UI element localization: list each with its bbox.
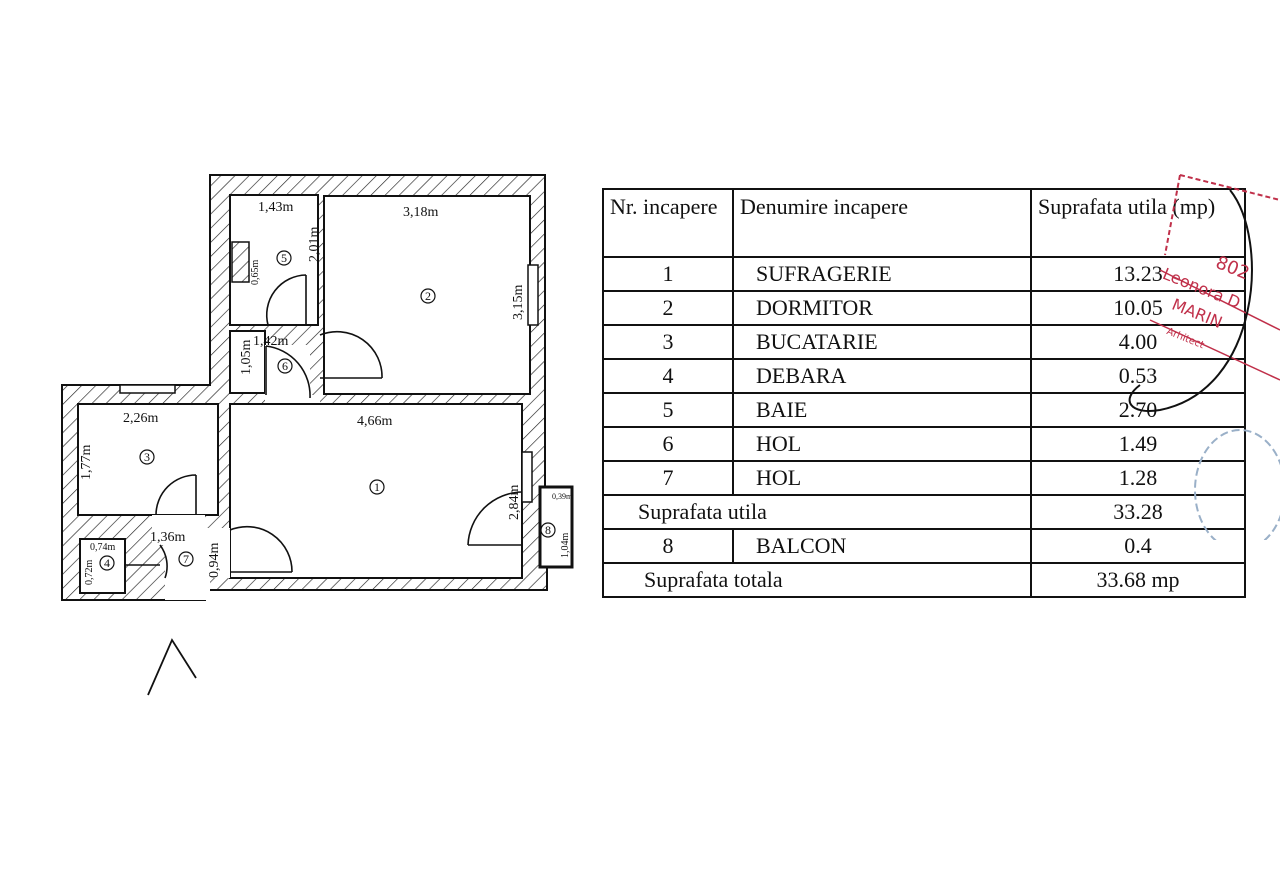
room-nr: 2 xyxy=(602,290,734,326)
room-name: HOL xyxy=(732,426,1032,462)
dim-balcony-width: 0,39m xyxy=(552,492,573,501)
room-area: 2.70 xyxy=(1030,392,1246,428)
room-number-7: 7 xyxy=(183,552,189,566)
subtotal-label: Suprafata utila xyxy=(602,494,1032,530)
window xyxy=(527,264,539,326)
room-number-5: 5 xyxy=(281,251,287,265)
room-bath xyxy=(229,194,319,326)
header-area: Suprafata utila (mp) xyxy=(1030,188,1246,258)
north-arrow-icon xyxy=(147,638,197,696)
total-label: Suprafata totala xyxy=(602,562,1032,598)
room-area: 4.00 xyxy=(1030,324,1246,360)
window xyxy=(521,451,533,503)
room-areas-table: Nr. incapere Denumire incapere Suprafata… xyxy=(602,188,1246,598)
bath-shaft xyxy=(231,241,250,283)
dim-living-width: 4,66m xyxy=(357,414,393,429)
room-name: DEBARA xyxy=(732,358,1032,394)
subtotal-value: 33.28 xyxy=(1030,494,1246,530)
dim-entry-width: 1,36m xyxy=(150,530,186,545)
room-area: 0.53 xyxy=(1030,358,1246,394)
room-name: BUCATARIE xyxy=(732,324,1032,360)
room-area: 13.23 xyxy=(1030,256,1246,292)
room-number-8: 8 xyxy=(545,523,551,537)
dim-bath-height: 2,01m xyxy=(307,227,322,263)
room-nr: 4 xyxy=(602,358,734,394)
dim-bedroom-height: 3,15m xyxy=(511,285,526,321)
room-number-6: 6 xyxy=(282,359,288,373)
dim-hall-height: 1,05m xyxy=(239,340,254,376)
dim-bath-width: 1,43m xyxy=(258,200,294,215)
dim-bedroom-width: 3,18m xyxy=(403,205,439,220)
dim-storage-width: 0,74m xyxy=(90,542,116,553)
dim-balcony-height: 1,04m xyxy=(560,533,571,559)
room-living xyxy=(229,403,523,579)
room-area: 0.4 xyxy=(1030,528,1246,564)
dim-kitchen-height: 1,77m xyxy=(79,445,94,481)
doors xyxy=(125,274,523,579)
total-value: 33.68 mp xyxy=(1030,562,1246,598)
balcony xyxy=(538,485,574,569)
dim-living-height: 2,84m xyxy=(507,485,522,521)
room-nr: 7 xyxy=(602,460,734,496)
room-area: 1.49 xyxy=(1030,426,1246,462)
room-entry xyxy=(152,515,230,600)
room-name: HOL xyxy=(732,460,1032,496)
room-nr: 5 xyxy=(602,392,734,428)
room-number-3: 3 xyxy=(144,450,150,464)
dim-hall-width: 1,42m xyxy=(253,334,289,349)
room-name: BALCON xyxy=(732,528,1032,564)
dim-storage-height: 0,72m xyxy=(84,560,95,586)
hall-passage xyxy=(265,345,320,405)
room-area: 10.05 xyxy=(1030,290,1246,326)
room-nr: 6 xyxy=(602,426,734,462)
dim-kitchen-width: 2,26m xyxy=(123,411,159,426)
room-nr: 8 xyxy=(602,528,734,564)
dim-entry-height: 0,94m xyxy=(207,543,222,579)
header-name: Denumire incapere xyxy=(732,188,1032,258)
table-header-row: Nr. incapere Denumire incapere Suprafata… xyxy=(602,188,1246,258)
header-nr: Nr. incapere xyxy=(602,188,734,258)
room-number-2: 2 xyxy=(425,289,431,303)
dim-bath-shaft: 0,65m xyxy=(250,260,261,286)
room-number-4: 4 xyxy=(104,556,110,570)
room-number-1: 1 xyxy=(374,480,380,494)
room-hall xyxy=(229,330,266,394)
window xyxy=(119,384,176,394)
room-nr: 1 xyxy=(602,256,734,292)
room-kitchen xyxy=(77,403,219,516)
room-name: SUFRAGERIE xyxy=(732,256,1032,292)
room-nr: 3 xyxy=(602,324,734,360)
room-area: 1.28 xyxy=(1030,460,1246,496)
room-storage xyxy=(79,538,126,594)
room-name: BAIE xyxy=(732,392,1032,428)
room-name: DORMITOR xyxy=(732,290,1032,326)
